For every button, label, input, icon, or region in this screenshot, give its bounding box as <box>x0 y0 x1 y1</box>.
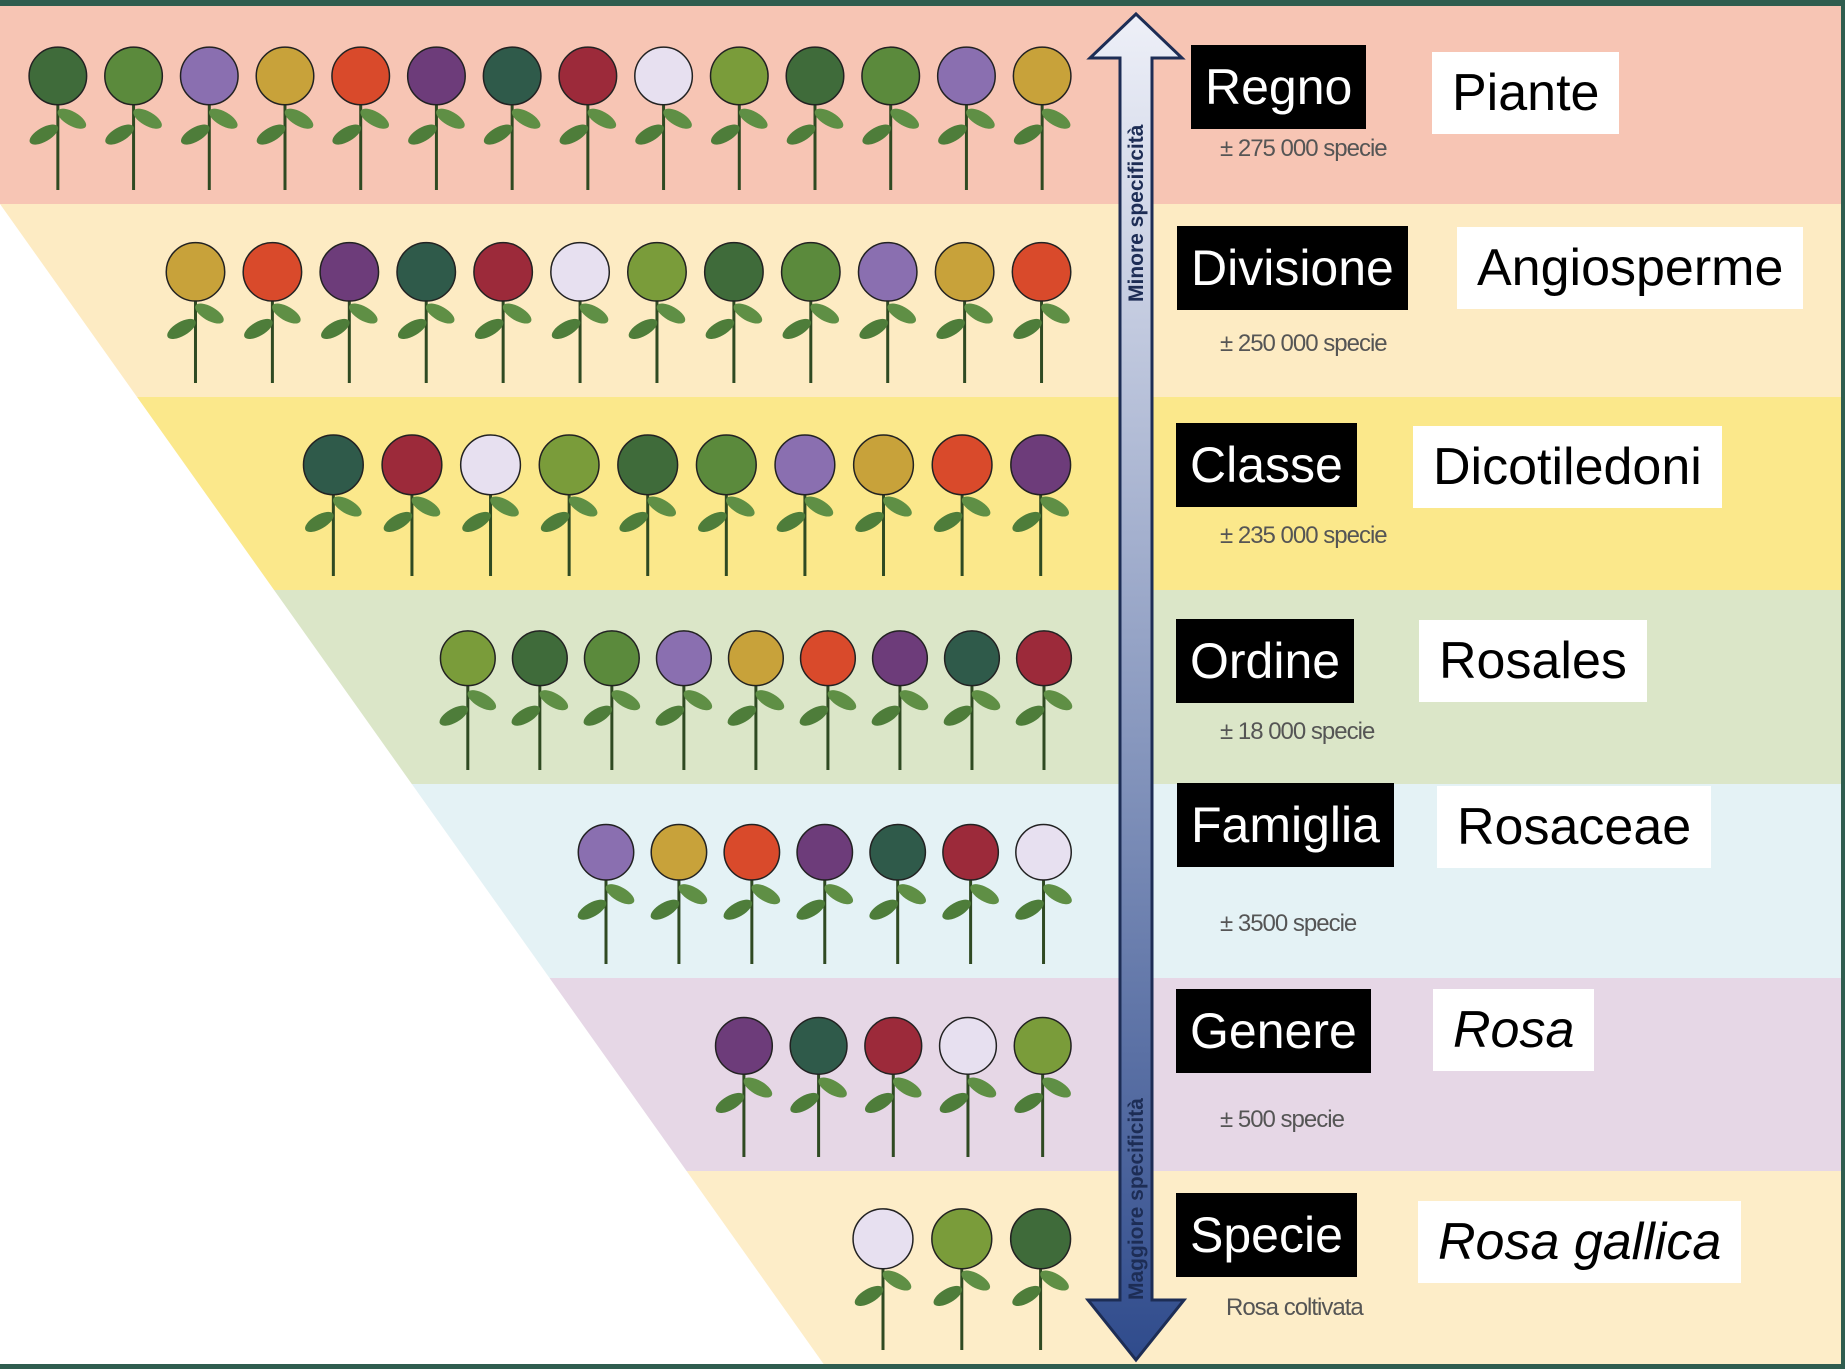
rank-label-classe: Classe <box>1176 423 1357 507</box>
taxon-name-divisione: Angiosperme <box>1457 227 1803 309</box>
rank-label-ordine: Ordine <box>1176 619 1354 703</box>
rank-label-regno: Regno <box>1191 45 1366 129</box>
taxon-name-ordine: Rosales <box>1419 620 1647 702</box>
rank-label-famiglia: Famiglia <box>1177 783 1394 867</box>
frame-border-top <box>0 0 1845 6</box>
rank-label-genere: Genere <box>1176 989 1371 1073</box>
species-count-famiglia: ± 3500 specie <box>1220 910 1356 938</box>
frame-border-right <box>1841 0 1845 1369</box>
species-count-specie: Rosa coltivata <box>1226 1294 1363 1322</box>
axis-label-more-specific: Maggiore specificità <box>1125 1098 1149 1300</box>
taxon-name-specie: Rosa gallica <box>1418 1201 1741 1283</box>
axis-label-less-specific: Minore specificità <box>1125 125 1149 302</box>
species-count-ordine: ± 18 000 specie <box>1220 718 1374 746</box>
species-count-classe: ± 235 000 specie <box>1220 522 1387 550</box>
species-count-divisione: ± 250 000 specie <box>1220 330 1387 358</box>
taxon-name-regno: Piante <box>1432 52 1619 134</box>
taxon-name-genere: Rosa <box>1433 989 1594 1071</box>
rank-label-specie: Specie <box>1176 1193 1357 1277</box>
species-count-genere: ± 500 specie <box>1220 1106 1344 1134</box>
taxon-name-famiglia: Rosaceae <box>1437 786 1711 868</box>
frame-border-bottom <box>0 1364 1845 1369</box>
taxon-name-classe: Dicotiledoni <box>1413 426 1722 508</box>
species-count-regno: ± 275 000 specie <box>1220 135 1387 163</box>
rank-label-divisione: Divisione <box>1177 226 1408 310</box>
